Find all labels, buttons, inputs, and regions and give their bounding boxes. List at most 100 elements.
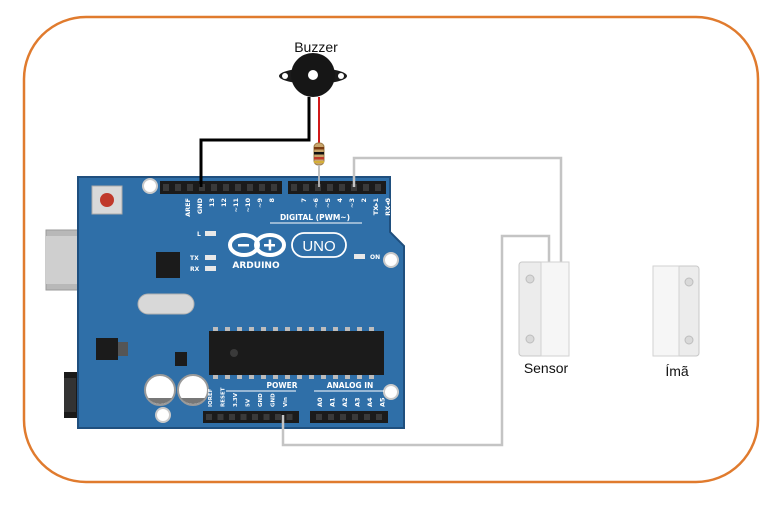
digital-pin-label: ~5 [324, 198, 332, 208]
led-l-label: L [197, 231, 201, 238]
pin-hole [175, 184, 181, 191]
diagram-frame [22, 15, 760, 484]
mounting-hole [142, 178, 158, 194]
digital-pin-holes [163, 184, 381, 191]
power-pin-label: 5V [246, 398, 252, 407]
pin-hole [375, 184, 381, 191]
pin-hole [363, 184, 369, 191]
pin-hole [352, 414, 358, 420]
pin-hole [275, 414, 281, 420]
pin-hole [271, 184, 277, 191]
pin-hole [291, 184, 297, 191]
board-pcb [77, 176, 405, 429]
analog-pin-label: A5 [379, 397, 387, 407]
pin-hole [316, 414, 322, 420]
pin-hole [247, 184, 253, 191]
buzzer-hole [308, 70, 318, 80]
digital-pin-label: 4 [336, 198, 344, 203]
pin-hole [339, 184, 345, 191]
digital-pin-label: 13 [208, 198, 216, 207]
pin-hole [229, 414, 235, 420]
digital-pin-label: 12 [220, 198, 228, 207]
pin-hole [240, 414, 247, 420]
crystal-oscillator [137, 293, 195, 315]
digital-pin-label: 7 [300, 198, 308, 203]
digital-header-right [288, 181, 386, 194]
wire-buzzer-gnd [199, 97, 311, 187]
pin-hole [263, 414, 270, 420]
buzzer [279, 53, 347, 97]
digital-pin-label: ~6 [312, 198, 320, 208]
pin-hole [187, 184, 193, 191]
pin-hole [163, 184, 169, 191]
wire-pin2-sensor [352, 156, 563, 265]
digital-pin-label: 2 [360, 198, 368, 203]
pin-hole [327, 184, 333, 191]
mounting-hole [155, 407, 171, 423]
sensor-label: Sensor [524, 360, 569, 376]
digital-pin-label: ~10 [244, 198, 252, 213]
pin-hole [364, 414, 370, 420]
power-pin-label: IOREF [208, 388, 214, 407]
led-tx [205, 255, 216, 260]
pin-hole [252, 414, 258, 420]
bottom-pin-holes [206, 414, 382, 420]
led-tx-label: TX [190, 255, 199, 262]
pin-hole [206, 414, 212, 420]
power-pin-label: RESET [221, 387, 227, 407]
uno-model-label: UNO [302, 238, 335, 255]
mounting-hole [383, 384, 399, 400]
magnet-label: Ímã [665, 363, 689, 379]
capacitor [177, 374, 209, 406]
pin-hole [340, 414, 346, 420]
digital-pin-label: AREF [184, 198, 192, 217]
digital-pin-label: ~11 [232, 198, 240, 213]
led-on-label: ON [370, 254, 380, 261]
resistor [313, 142, 325, 166]
power-header [203, 411, 299, 423]
pin-hole [217, 414, 224, 420]
magnet [652, 265, 700, 357]
analog-header-label: ANALOG IN [327, 381, 374, 390]
analog-pin-label: A4 [366, 397, 374, 407]
analog-pin-label: A0 [316, 397, 324, 407]
pin-hole [223, 184, 229, 191]
arduino-logo-icon [228, 233, 286, 257]
power-pin-label: GND [271, 393, 277, 407]
digital-pin-label: RX◂0 [384, 198, 392, 216]
analog-pin-label: A3 [354, 397, 362, 407]
pin-hole [259, 184, 265, 191]
power-pin-label: GND [258, 393, 264, 407]
pin-hole [235, 184, 241, 191]
power-pin-label: Vin [283, 397, 289, 407]
led-on [354, 254, 365, 259]
capacitor [144, 374, 176, 406]
analog-pin-label: A1 [329, 397, 337, 407]
digital-pin-label: ~3 [348, 198, 356, 208]
reed-sensor [518, 261, 570, 357]
smd-component [175, 352, 187, 366]
pin-hole [303, 184, 309, 191]
buzzer-label: Buzzer [294, 39, 338, 55]
led-l [205, 231, 216, 236]
led-rx [205, 266, 216, 271]
uno-badge [291, 232, 347, 258]
pin-hole [315, 184, 321, 191]
pin-hole [376, 414, 382, 420]
pin-hole [211, 184, 217, 191]
usb-chip [156, 252, 180, 278]
digital-pin-label: 8 [268, 198, 276, 203]
mounting-hole [383, 252, 399, 268]
pin-hole [286, 414, 293, 420]
power-header-label: POWER [266, 381, 297, 390]
voltage-regulator [96, 338, 118, 360]
pin-hole [199, 184, 205, 191]
digital-pin-label: ~9 [256, 198, 264, 208]
atmega-microcontroller [209, 331, 384, 375]
pin-hole [328, 414, 334, 420]
digital-header-label: DIGITAL (PWM~) [280, 213, 350, 222]
